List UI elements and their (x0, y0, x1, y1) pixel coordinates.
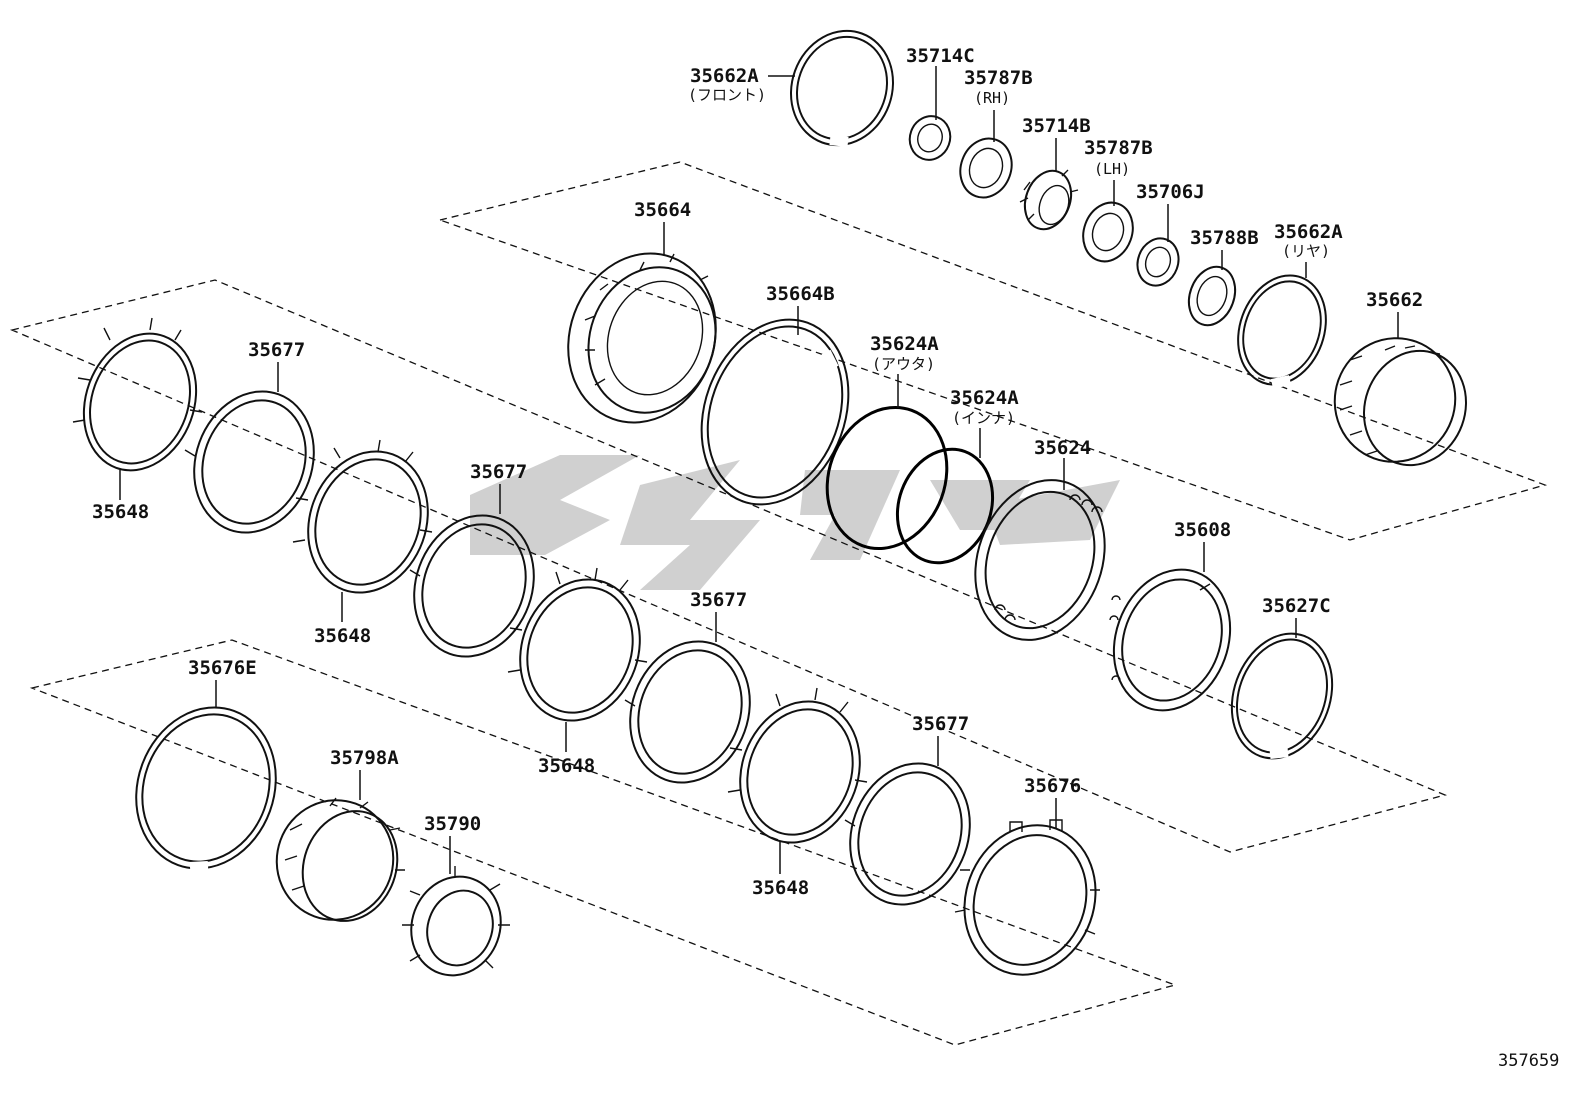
label-35662A-rear: 35662A (1274, 221, 1343, 243)
leader-lines (119, 66, 1399, 874)
part-35677-disc-3 (629, 640, 751, 784)
label-35624: 35624 (1034, 437, 1091, 459)
label-35788B: 35788B (1190, 227, 1259, 249)
part-35608-spring (1109, 568, 1232, 712)
group-boundary-lower (29, 639, 1178, 1046)
label-35677-4: 35677 (912, 713, 969, 735)
part-35787B-rh-washer (959, 137, 1013, 199)
part-35714B-bearing-race (1019, 169, 1079, 231)
label-35662A-front-note: (フロント) (688, 86, 766, 104)
part-35624A-outer-o-ring (825, 405, 949, 551)
label-35608: 35608 (1174, 519, 1231, 541)
part-35662A-front-snap-ring (789, 29, 895, 147)
label-35798A: 35798A (330, 747, 399, 769)
part-35662-drum (1333, 337, 1468, 467)
part-35648-plate-1 (72, 317, 203, 472)
label-35787B-lh-note: (LH) (1094, 160, 1130, 178)
part-35714C-bearing (908, 115, 952, 161)
part-35624A-inner-o-ring (895, 447, 995, 565)
part-35624-piston (974, 479, 1106, 641)
label-35624A-inner: 35624A (950, 387, 1019, 409)
label-35648-1: 35648 (92, 501, 149, 523)
part-35648-plate-2 (292, 439, 433, 594)
part-35662A-rear-snap-ring (1237, 274, 1327, 389)
label-35624A-outer-note: (アウタ) (872, 355, 935, 373)
part-35677-disc-4 (849, 762, 971, 906)
label-35624A-inner-note: (インナ) (952, 409, 1015, 427)
label-35706J: 35706J (1136, 181, 1205, 203)
label-35676E: 35676E (188, 657, 257, 679)
figure-code: 357659 (1498, 1051, 1559, 1071)
label-35662: 35662 (1366, 289, 1423, 311)
part-35627C-snap-ring (1230, 632, 1334, 760)
label-35664: 35664 (634, 199, 691, 221)
label-35787B-rh: 35787B (964, 67, 1033, 89)
label-35648-3: 35648 (538, 755, 595, 777)
label-35677-1: 35677 (248, 339, 305, 361)
label-35676: 35676 (1024, 775, 1081, 797)
label-35677-2: 35677 (470, 461, 527, 483)
part-35676E-snap-ring (135, 706, 277, 872)
label-35648-4: 35648 (752, 877, 809, 899)
label-35662A-rear-note: (リヤ) (1282, 242, 1330, 260)
label-35787B-lh: 35787B (1084, 137, 1153, 159)
part-35788B-washer (1187, 265, 1237, 327)
label-35664B: 35664B (766, 283, 835, 305)
part-35787B-lh-washer (1082, 201, 1134, 263)
label-35627C: 35627C (1262, 595, 1331, 617)
watermark-logo (470, 455, 1120, 590)
label-35790: 35790 (424, 813, 481, 835)
label-35624A-outer: 35624A (870, 333, 939, 355)
part-35677-disc-1 (193, 390, 315, 534)
part-35798A-hub (275, 797, 405, 922)
label-35677-3: 35677 (690, 589, 747, 611)
label-35662A-front: 35662A (690, 65, 759, 87)
part-35790-gear (402, 866, 510, 977)
label-35648-2: 35648 (314, 625, 371, 647)
part-35664-reaction-sleeve (567, 252, 717, 424)
group-boundary-middle (9, 279, 1448, 853)
group-boundary-upper (437, 161, 1548, 541)
part-35648-plate-3 (507, 567, 648, 722)
part-35648-plate-4 (727, 687, 868, 844)
label-35787B-rh-note: (RH) (974, 89, 1010, 107)
part-35677-disc-2 (413, 514, 535, 658)
part-35706J-bearing (1136, 237, 1180, 287)
part-35664B-snap-ring (700, 318, 850, 506)
label-35714B: 35714B (1022, 115, 1091, 137)
label-35714C: 35714C (906, 45, 975, 67)
